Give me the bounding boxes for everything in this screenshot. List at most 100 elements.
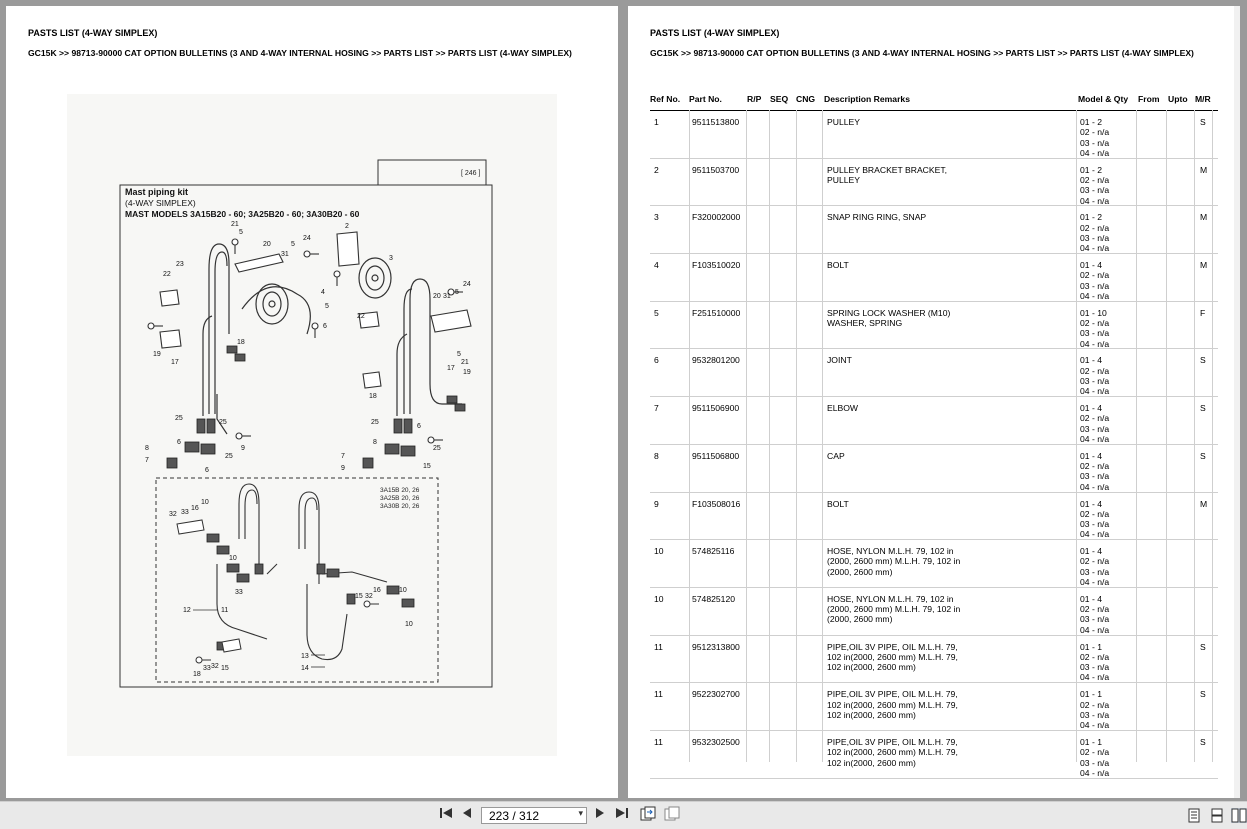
- callout: 11: [221, 607, 228, 614]
- cell-mr: S: [1200, 641, 1206, 652]
- single-page-view-icon[interactable]: [1187, 808, 1201, 823]
- callout: 23: [176, 261, 184, 268]
- cell-description: PULLEY BRACKET BRACKET, PULLEY: [827, 164, 948, 185]
- cell-part-no: 574825116: [692, 546, 735, 557]
- cell-part-no: 9532801200: [692, 355, 740, 366]
- col-description: Description Remarks: [824, 94, 910, 104]
- fit-page-icon[interactable]: [639, 806, 657, 824]
- cell-model-qty: 01 - 4 02 - n/a 03 - n/a 04 - n/a: [1080, 260, 1110, 301]
- breadcrumb: GC15K >> 98713-90000 CAT OPTION BULLETIN…: [650, 48, 1194, 58]
- callout: 7: [341, 453, 345, 460]
- cell-ref-no: 8: [654, 450, 659, 461]
- page-scrollbar[interactable]: [1234, 6, 1240, 798]
- cell-part-no: 9532302500: [692, 736, 740, 747]
- cell-model-qty: 01 - 10 02 - n/a 03 - n/a 04 - n/a: [1080, 307, 1110, 349]
- right-page: PASTS LIST (4-WAY SIMPLEX) GC15K >> 9871…: [628, 6, 1240, 798]
- callout: 15: [221, 665, 229, 672]
- two-page-view-icon[interactable]: [1231, 808, 1247, 823]
- callout: 21: [461, 359, 469, 366]
- callout: 6: [417, 423, 421, 430]
- cell-ref-no: 7: [654, 403, 659, 414]
- callout: 8: [145, 445, 149, 452]
- last-page-icon[interactable]: [613, 806, 631, 824]
- cell-mr: S: [1200, 403, 1206, 414]
- callout: 33: [181, 509, 189, 516]
- col-ref-no: Ref No.: [650, 94, 681, 104]
- diagram-models: MAST MODELS 3A15B20 - 60; 3A25B20 - 60; …: [125, 209, 360, 219]
- previous-page-icon[interactable]: [459, 806, 475, 824]
- col-upto: Upto: [1168, 94, 1188, 104]
- callout: 5: [239, 229, 243, 236]
- cell-part-no: F320002000: [692, 212, 741, 223]
- diagram-subheading: (4-WAY SIMPLEX): [125, 198, 196, 208]
- parts-diagram: [ 246 ] Mast piping kit (4-WAY SIMPLEX) …: [67, 94, 557, 756]
- callout: 32: [365, 593, 373, 600]
- cell-description: PIPE,OIL 3V PIPE, OIL M.L.H. 79, 102 in(…: [827, 641, 958, 673]
- fit-width-icon[interactable]: [663, 806, 681, 824]
- col-seq: SEQ: [770, 94, 789, 104]
- cell-ref-no: 2: [654, 164, 659, 175]
- callout: 14: [301, 665, 309, 672]
- cell-ref-no: 5: [654, 307, 659, 318]
- column-divider: [796, 110, 797, 762]
- left-page: PASTS LIST (4-WAY SIMPLEX) GC15K >> 9871…: [6, 6, 618, 798]
- page-number-select[interactable]: 223 / 312 ▾: [481, 807, 587, 824]
- callout: 5: [455, 289, 459, 296]
- cell-description: BOLT: [827, 498, 849, 509]
- col-rp: R/P: [747, 94, 762, 104]
- column-divider: [822, 110, 823, 762]
- inset-model-1: 3A15B 20, 26: [380, 487, 420, 494]
- callout: 33: [203, 665, 211, 672]
- cell-description: PULLEY: [827, 117, 860, 127]
- col-cng: CNG: [796, 94, 816, 104]
- cell-description: SPRING LOCK WASHER (M10) WASHER, SPRING: [827, 307, 951, 329]
- column-divider: [1076, 110, 1077, 762]
- cell-model-qty: 01 - 4 02 - n/a 03 - n/a 04 - n/a: [1080, 355, 1110, 397]
- callout: 8: [373, 439, 377, 446]
- callout: 18: [237, 339, 245, 346]
- callout: 6: [323, 323, 327, 330]
- cell-model-qty: 01 - 4 02 - n/a 03 - n/a 04 - n/a: [1080, 593, 1110, 635]
- callout: 20: [263, 241, 271, 248]
- first-page-icon[interactable]: [437, 806, 455, 824]
- breadcrumb: GC15K >> 98713-90000 CAT OPTION BULLETIN…: [28, 48, 572, 58]
- callout: 31: [281, 251, 289, 258]
- cell-ref-no: 1: [654, 117, 659, 127]
- next-page-icon[interactable]: [592, 806, 608, 824]
- cell-ref-no: 4: [654, 260, 659, 271]
- cell-model-qty: 01 - 2 02 - n/a 03 - n/a 04 - n/a: [1080, 212, 1110, 254]
- cell-part-no: 9511506800: [692, 450, 740, 461]
- column-divider: [689, 110, 690, 762]
- column-divider: [1212, 110, 1213, 762]
- column-divider: [1136, 110, 1137, 762]
- callout: 32: [211, 663, 219, 670]
- callout: 5: [457, 351, 461, 358]
- cell-model-qty: 01 - 4 02 - n/a 03 - n/a 04 - n/a: [1080, 546, 1110, 588]
- callout: 12: [183, 607, 191, 614]
- cell-ref-no: 11: [654, 689, 663, 700]
- callout: 18: [369, 393, 377, 400]
- cell-model-qty: 01 - 1 02 - n/a 03 - n/a 04 - n/a: [1080, 641, 1110, 683]
- cell-description: PIPE,OIL 3V PIPE, OIL M.L.H. 79, 102 in(…: [827, 736, 958, 768]
- callout: 25: [371, 419, 379, 426]
- cell-mr: F: [1200, 307, 1206, 318]
- callout: 19: [153, 351, 161, 358]
- chevron-down-icon: ▾: [578, 808, 583, 818]
- figure-number: [ 246 ]: [461, 170, 481, 177]
- callout: 24: [463, 281, 471, 288]
- cell-part-no: 9511506900: [692, 403, 740, 414]
- callout: 10: [405, 621, 413, 628]
- cell-mr: S: [1200, 736, 1206, 747]
- continuous-view-icon[interactable]: [1210, 808, 1224, 823]
- cell-part-no: 9511513800: [692, 117, 740, 127]
- cell-description: HOSE, NYLON M.L.H. 79, 102 in (2000, 260…: [827, 546, 961, 577]
- cell-description: JOINT: [827, 355, 852, 366]
- cell-ref-no: 11: [654, 641, 663, 652]
- callout: 6: [205, 467, 209, 474]
